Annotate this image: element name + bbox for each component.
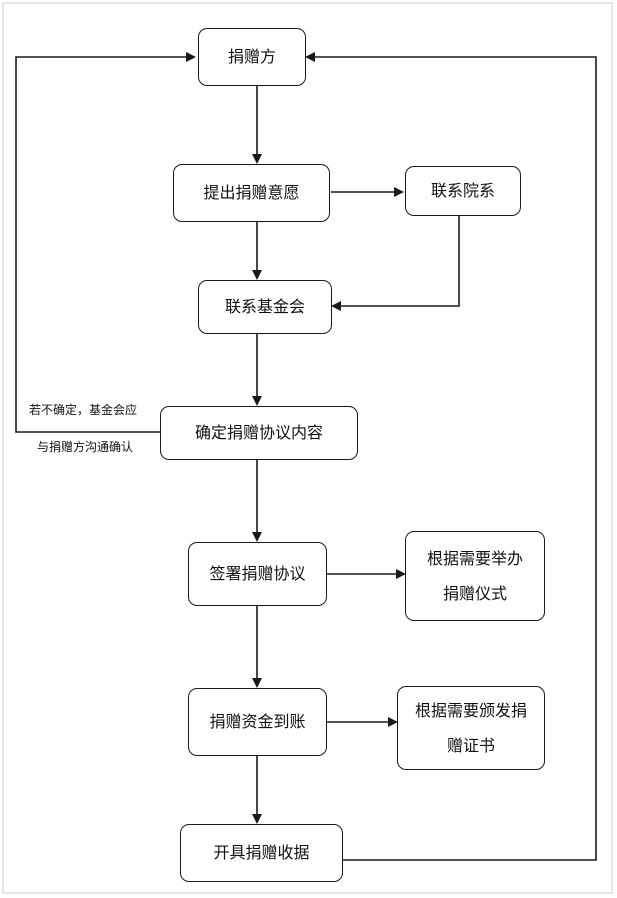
node-sign-agreement: 签署捐赠协议 (188, 542, 327, 606)
node-receipt: 开具捐赠收据 (180, 824, 343, 882)
arrow-content-back-to-donor (15, 52, 196, 433)
node-agreement-content: 确定捐赠协议内容 (160, 406, 358, 460)
node-intent: 提出捐赠意愿 (173, 164, 330, 222)
loop-note-line1: 若不确定，基金会应 (29, 401, 138, 418)
node-foundation: 联系基金会 (198, 280, 332, 334)
node-college: 联系院系 (405, 166, 521, 216)
loop-note-line2: 与捐赠方沟通确认 (37, 438, 134, 455)
arrow-college-to-foundation (331, 216, 460, 311)
node-ceremony: 根据需要举办捐赠仪式 (405, 531, 545, 621)
node-donor: 捐赠方 (198, 28, 306, 86)
node-certificate: 根据需要颁发捐赠证书 (397, 686, 545, 770)
node-funds-received: 捐赠资金到账 (188, 688, 327, 756)
arrow-receipt-back-to-donor (305, 52, 597, 861)
